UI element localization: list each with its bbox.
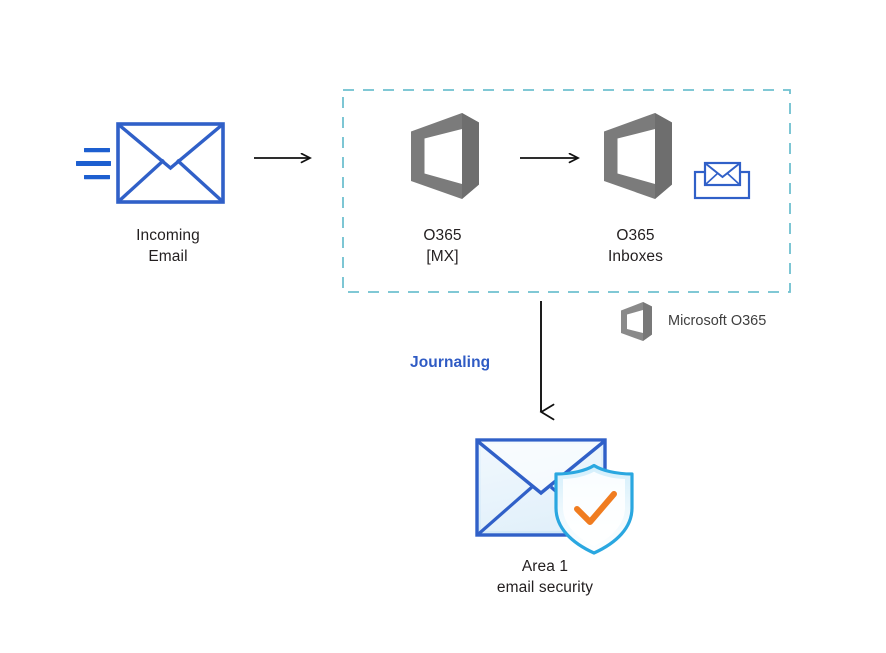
speed-lines-icon [76,148,111,180]
o365-inboxes-label: O365 Inboxes [608,227,663,265]
inbox-tray-envelope-icon [693,161,751,200]
journaling-edge-label: Journaling [410,354,491,371]
incoming-email-envelope-icon [116,122,225,204]
area1-email-security-label: Area 1 email security [496,558,594,596]
office365-logo-icon-mx [411,113,479,199]
o365-mx-label: O365 [MX] [423,227,462,265]
o365-boundary-dashed-box [342,89,791,293]
area1-envelope-shield-icon [475,438,634,555]
office365-logo-icon-inboxes [604,113,672,199]
incoming-email-label: Incoming Email [136,227,200,265]
legend-label-microsoft-o365: Microsoft O365 [668,313,767,329]
legend-office365-logo-icon [621,302,652,341]
